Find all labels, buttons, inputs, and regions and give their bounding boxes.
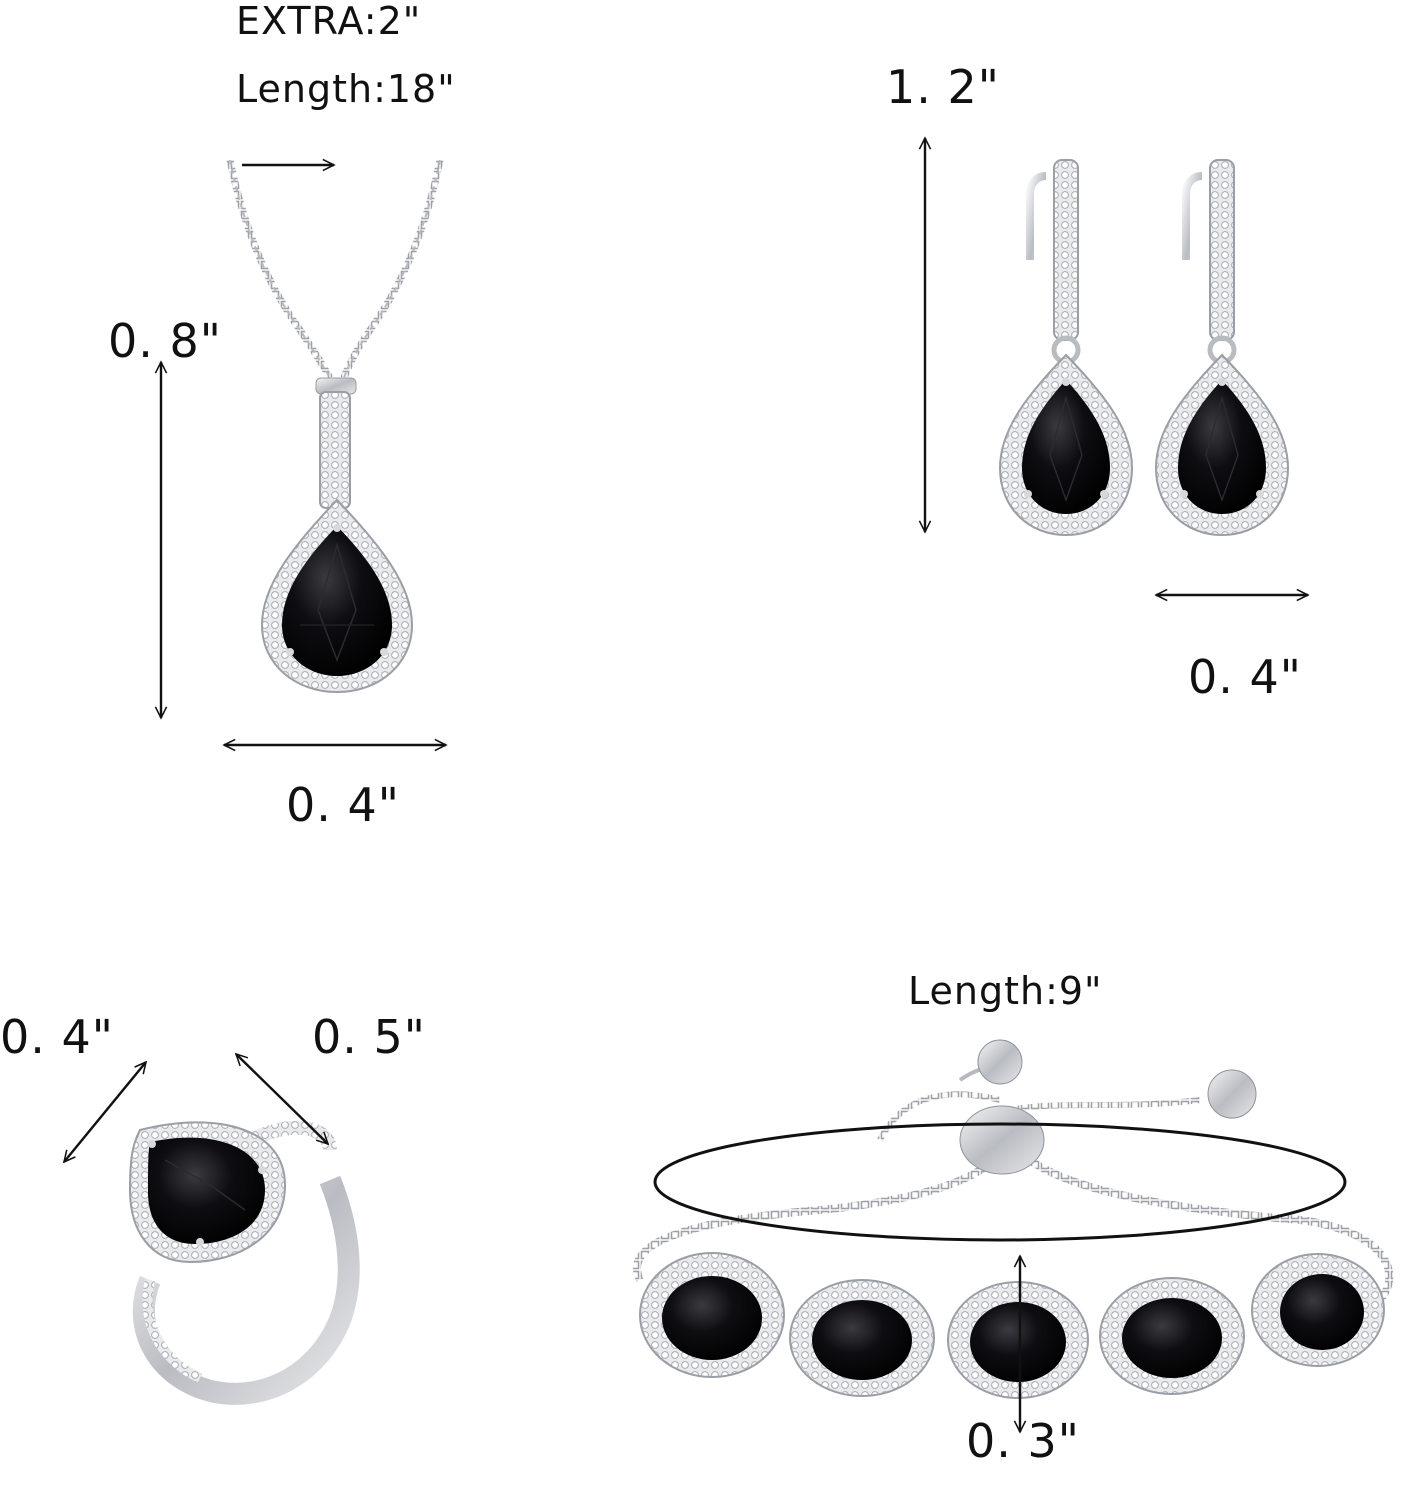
bracelet-station-1: [639, 1252, 785, 1378]
necklace-stone: [282, 526, 392, 676]
ring: [128, 1120, 360, 1405]
bracelet-length-ellipse: [653, 1122, 1347, 1242]
necklace-chain-left: [226, 159, 334, 380]
bracelet-length-label: Length:9": [908, 969, 1103, 1013]
bracelet-station-4: [1099, 1277, 1245, 1395]
earring-left: [998, 159, 1134, 537]
necklace-bail: [319, 391, 351, 509]
bracelet-station-3: [947, 1281, 1089, 1399]
bracelet-station-2: [789, 1279, 935, 1397]
necklace-chain-right: [340, 159, 444, 380]
bracelet-station-5: [1251, 1253, 1385, 1367]
necklace-width-label: 0. 4": [286, 778, 400, 832]
earrings-width-label: 0. 4": [1188, 650, 1302, 704]
ring-length-label: 0. 5": [312, 1010, 426, 1064]
ring-width-arrow: [64, 1062, 146, 1162]
bracelet: [633, 1039, 1394, 1399]
necklace-extra-label: EXTRA:2": [236, 0, 422, 43]
earrings-height-label: 1. 2": [886, 60, 1000, 114]
necklace: [226, 159, 444, 694]
earring-right: [1154, 159, 1290, 537]
necklace-height-label: 0. 8": [108, 314, 222, 368]
necklace-length-label: Length:18": [236, 67, 456, 111]
ring-length-arrow: [236, 1054, 328, 1144]
ring-width-label: 0. 4": [0, 1010, 114, 1064]
